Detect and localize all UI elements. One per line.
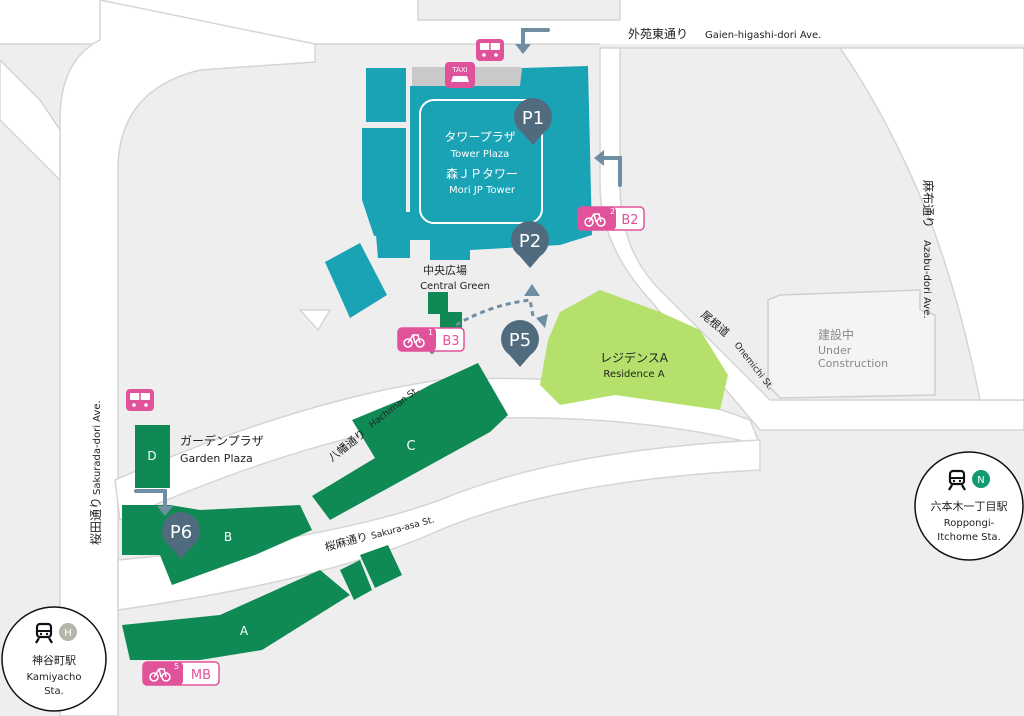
building-a-label: A (240, 624, 249, 638)
parking-marker-p1 (514, 98, 552, 145)
svg-text:MB: MB (191, 668, 211, 683)
building-a (122, 570, 350, 660)
roppongi-itchome-station[interactable]: N 六本木一丁目駅 Roppongi- Itchome Sta. (914, 451, 1024, 561)
tower-plaza-outline (419, 99, 543, 224)
mori-jp-tower-en: Mori JP Tower (449, 185, 516, 196)
mori-jp-tower-building (362, 66, 592, 260)
bicycle-icon (149, 668, 171, 682)
bicycle-parking-b2: 2 B2 (577, 206, 645, 231)
bicycle-parking-b3: 1 B3 (397, 327, 465, 352)
residence-a-en: Residence A (603, 369, 664, 380)
svg-text:H: H (64, 628, 72, 639)
under-construction-block (767, 289, 936, 399)
bicycle-icon (584, 213, 606, 227)
road-gaien-jp: 外苑東通り (628, 27, 688, 41)
road-azabu-jp: 麻布通り (921, 180, 936, 228)
bus-icon (125, 388, 155, 412)
tower-plaza-jp: タワープラザ (444, 130, 515, 144)
svg-text:2: 2 (610, 207, 615, 216)
building-b-label: B (224, 530, 232, 544)
bicycle-parking-mb: 5 MB (142, 661, 220, 686)
roppongi-en-2: Itchome Sta. (937, 532, 1000, 543)
parking-marker-p2 (511, 221, 549, 268)
building-c-label: C (406, 439, 415, 454)
parking-marker-p5 (501, 320, 539, 367)
p2-label: P2 (519, 231, 541, 252)
kamiyacho-en-1: Kamiyacho (26, 672, 81, 683)
parking-marker-p6 (162, 512, 200, 559)
taxi-label: TAXI (451, 66, 467, 74)
garden-plaza-en: Garden Plaza (180, 452, 253, 465)
under-construction-en-2: Construction (818, 357, 888, 370)
residence-a-jp: レジデンスA (600, 350, 669, 365)
kamiyacho-jp: 神谷町駅 (32, 653, 76, 667)
central-green-en: Central Green (420, 281, 490, 292)
tower-plaza-en: Tower Plaza (450, 149, 509, 160)
p6-label: P6 (170, 522, 192, 543)
under-construction-en-1: Under (818, 344, 852, 357)
svg-text:1: 1 (428, 328, 433, 337)
garden-plaza-jp: ガーデンプラザ (180, 433, 264, 448)
under-construction-jp: 建設中 (818, 327, 854, 342)
road-gaien-en: Gaien-higashi-dori Ave. (705, 30, 821, 41)
svg-text:5: 5 (174, 662, 179, 671)
kamiyacho-station[interactable]: H 神谷町駅 Kamiyacho Sta. (1, 606, 107, 712)
hibiya-line-icon (59, 623, 77, 641)
teal-annex-building (325, 243, 387, 318)
svg-text:B3: B3 (442, 334, 459, 349)
roppongi-en-1: Roppongi- (944, 518, 995, 529)
residence-a-building (540, 290, 728, 410)
svg-text:B2: B2 (621, 213, 638, 228)
p1-label: P1 (522, 108, 544, 129)
roppongi-jp: 六本木一丁目駅 (931, 499, 1008, 513)
road-azabu-en: Azabu-dori Ave. (921, 240, 932, 319)
central-green-jp: 中央広場 (423, 264, 467, 277)
building-c (312, 363, 508, 520)
p5-label: P5 (509, 330, 531, 351)
bus-icon (475, 38, 505, 62)
mori-jp-tower-jp: 森ＪＰタワー (446, 166, 518, 181)
road-sakurada-en: Sakurada-dori Ave. (92, 400, 103, 495)
svg-text:N: N (977, 475, 984, 486)
central-green-building (428, 292, 462, 330)
arrow-heads (157, 44, 604, 516)
namboku-line-icon (972, 470, 990, 488)
building-d-label: D (147, 449, 156, 463)
kamiyacho-en-2: Sta. (44, 686, 64, 697)
road-sakurada-jp: 桜田通り (89, 497, 103, 545)
taxi-icon: TAXI (445, 62, 475, 88)
bicycle-icon (403, 334, 425, 348)
building-d (135, 425, 170, 488)
map-pin-icon (162, 98, 552, 559)
